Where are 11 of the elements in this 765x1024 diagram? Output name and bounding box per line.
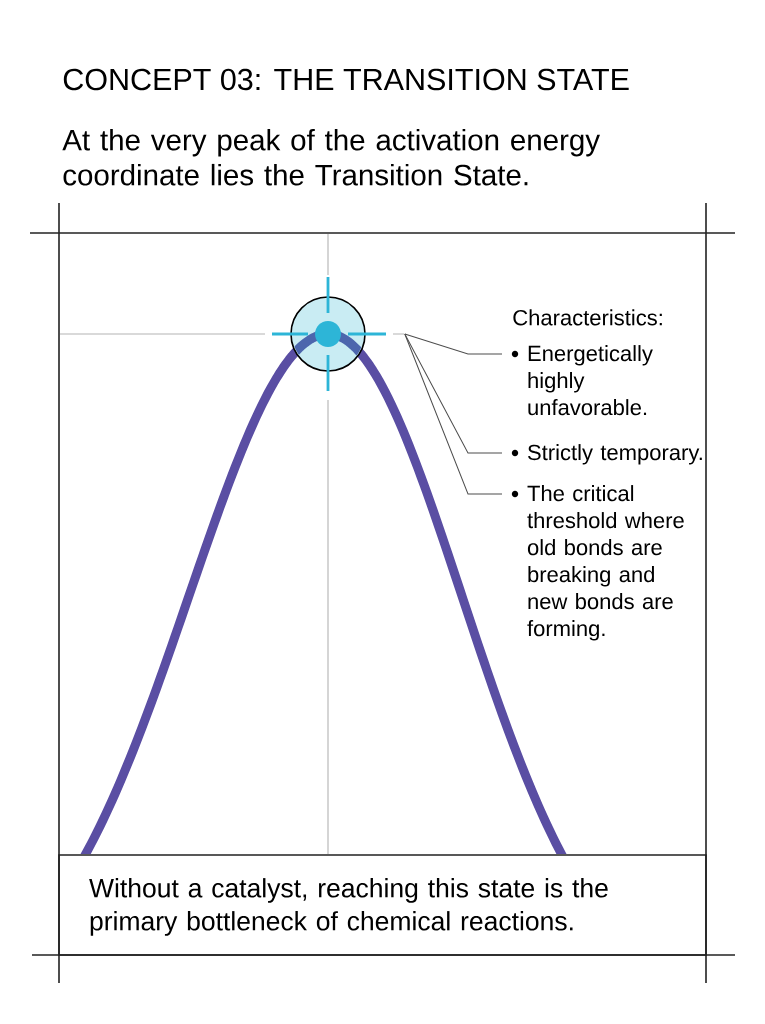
heading: Characteristics: — [513, 309, 662, 326]
leader-line — [404, 333, 503, 495]
leader-line — [404, 333, 503, 355]
text-box: Without a catalyst, reaching this state is the primary bottleneck of chemical reactions. — [58, 854, 707, 956]
bullet-text: Energetically highly unfavorable. — [528, 345, 653, 416]
crosshair-marker — [270, 275, 388, 393]
bullet-text: The critical threshold where old bonds are breaking and new bonds are forming. — [527, 485, 684, 641]
subtitle: At the very peak of the activation energy coordinate lies the Transition State. — [62, 128, 600, 186]
bullet-text: Strictly temporary. — [528, 444, 702, 465]
title: CONCEPT 03: THE TRANSITION STATE — [63, 68, 629, 91]
leader-line — [404, 333, 503, 454]
